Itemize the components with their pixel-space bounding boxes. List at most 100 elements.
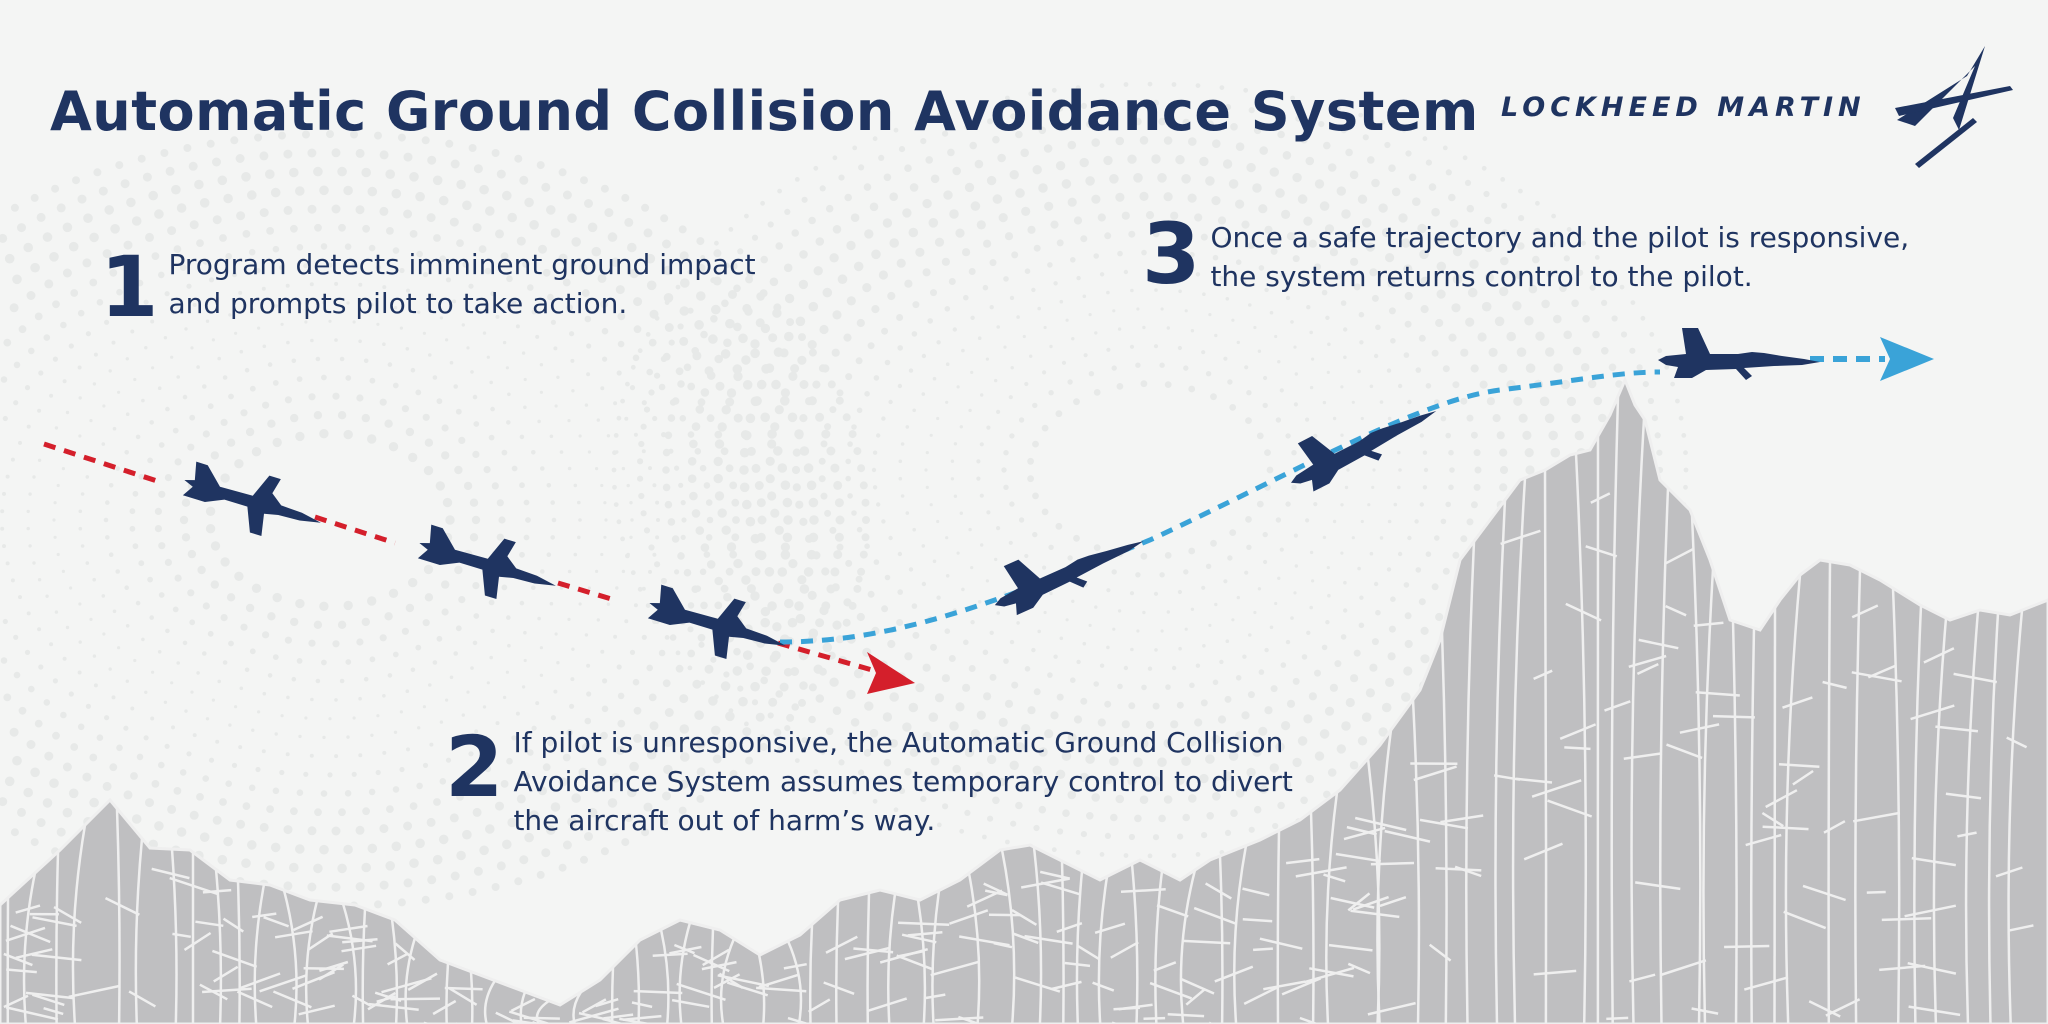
background-dot: [174, 458, 182, 466]
background-dot: [422, 413, 430, 421]
background-dot: [157, 650, 162, 654]
background-dot: [361, 167, 372, 178]
background-dot: [422, 705, 426, 709]
background-dot: [897, 551, 903, 557]
background-dot: [30, 193, 39, 202]
background-dot: [1022, 334, 1026, 339]
background-dot: [172, 427, 179, 434]
background-dot: [82, 258, 92, 268]
background-dot: [112, 609, 117, 614]
background-dot: [461, 713, 465, 717]
background-dot: [1253, 325, 1257, 330]
background-dot: [338, 223, 346, 232]
background-dot: [529, 810, 539, 820]
background-dot: [472, 223, 482, 233]
background-dot: [524, 832, 534, 843]
background-dot: [283, 881, 293, 891]
background-dot: [578, 767, 588, 777]
background-dot: [600, 552, 604, 557]
background-dot: [1244, 365, 1249, 370]
background-dot: [205, 506, 216, 516]
background-dot: [663, 265, 673, 276]
background-dot: [787, 617, 798, 628]
background-dot: [286, 695, 290, 700]
background-dot: [738, 696, 748, 707]
background-dot: [1195, 663, 1201, 668]
background-dot: [388, 588, 399, 598]
background-dot: [149, 420, 154, 425]
background-dot: [626, 483, 630, 488]
background-dot: [522, 772, 530, 780]
background-dot: [68, 241, 79, 252]
background-dot: [202, 602, 210, 610]
background-dot: [511, 299, 517, 305]
background-dot: [655, 535, 660, 540]
background-dot: [85, 331, 91, 337]
background-dot: [977, 336, 982, 341]
background-dot: [1223, 356, 1228, 361]
lockheed-martin-logo: LOCKHEED MARTIN: [1495, 40, 2015, 170]
background-dot: [183, 144, 192, 152]
background-dot: [1208, 313, 1212, 317]
background-dot: [500, 780, 509, 788]
background-dot: [54, 426, 59, 430]
background-dot: [422, 331, 426, 335]
background-dot: [83, 213, 93, 223]
background-dot: [945, 362, 950, 367]
background-dot: [1332, 519, 1337, 524]
background-dot: [1003, 484, 1009, 490]
background-dot: [523, 658, 527, 663]
background-dot: [239, 349, 244, 354]
background-dot: [679, 251, 689, 261]
background-dot: [274, 304, 278, 308]
background-dot: [956, 551, 960, 555]
background-dot: [584, 403, 589, 407]
background-dot: [310, 697, 314, 702]
background-dot: [458, 436, 466, 444]
background-dot: [604, 208, 614, 218]
background-dot: [834, 532, 844, 542]
background-dot: [732, 364, 743, 374]
background-dot: [1117, 609, 1122, 613]
background-dot: [187, 443, 195, 451]
background-dot: [328, 319, 332, 323]
background-dot: [272, 787, 280, 795]
background-dot: [345, 375, 352, 381]
background-dot: [1112, 627, 1116, 631]
background-dot: [181, 498, 191, 507]
background-dot: [473, 613, 480, 619]
background-dot: [375, 264, 381, 271]
background-dot: [1067, 555, 1073, 561]
background-dot: [449, 360, 454, 365]
background-dot: [154, 507, 162, 515]
background-dot: [164, 291, 170, 297]
background-dot: [358, 753, 363, 758]
background-dot: [52, 300, 60, 309]
background-dot: [226, 593, 236, 602]
background-dot: [571, 237, 581, 247]
background-dot: [604, 518, 608, 522]
background-dot: [1116, 383, 1124, 390]
background-dot: [34, 719, 43, 728]
background-dot: [523, 630, 527, 635]
background-dot: [262, 401, 270, 409]
background-dot: [223, 836, 233, 847]
background-dot: [433, 234, 441, 242]
background-dot: [627, 787, 637, 798]
background-dot: [900, 494, 905, 498]
background-dot: [587, 586, 592, 590]
background-dot: [1285, 501, 1291, 507]
background-dot: [403, 821, 413, 831]
background-dot: [669, 634, 677, 641]
background-dot: [432, 175, 443, 186]
background-dot: [432, 375, 438, 380]
background-dot: [1183, 569, 1189, 575]
background-dot: [1001, 467, 1007, 473]
background-dot: [62, 222, 73, 233]
background-dot: [1065, 318, 1069, 322]
background-dot: [696, 237, 705, 246]
background-dot: [655, 500, 660, 505]
background-dot: [714, 430, 723, 439]
background-dot: [610, 257, 621, 268]
background-dot: [936, 519, 940, 524]
